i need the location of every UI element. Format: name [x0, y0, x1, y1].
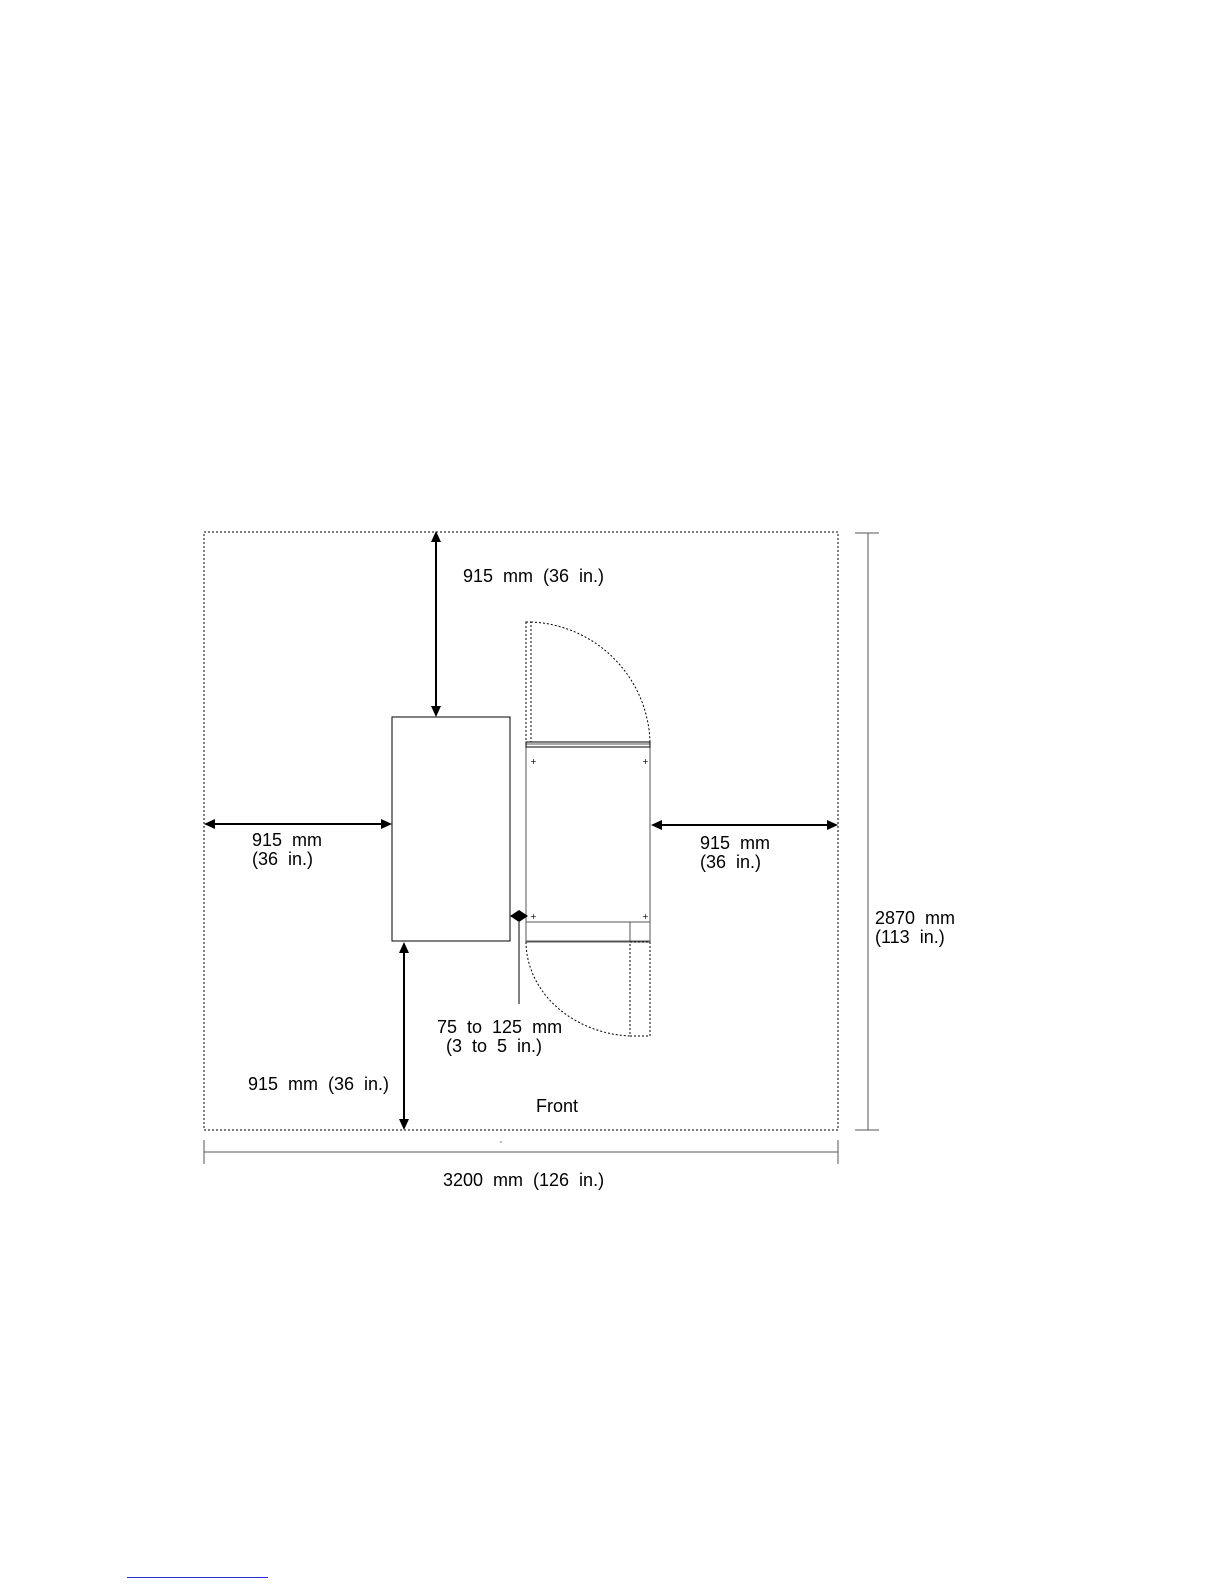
- depth-dimension-line: [855, 533, 879, 1130]
- svg-text:+: +: [530, 757, 537, 766]
- right-unit-front-strip: [526, 922, 650, 942]
- right-clearance-in-label: (36 in.): [700, 852, 761, 872]
- right-unit: [526, 744, 650, 941]
- left-clearance-arrow: [204, 819, 392, 829]
- right-clearance-mm-label: 915 mm: [700, 833, 770, 853]
- right-clearance-arrow: [651, 820, 838, 830]
- front-label: Front: [536, 1096, 578, 1116]
- svg-text:+: +: [642, 757, 649, 766]
- width-total-label: 3200 mm (126 in.): [443, 1170, 604, 1190]
- left-unit: [392, 717, 510, 941]
- svg-text:+: +: [642, 912, 649, 921]
- width-dimension-line: ': [204, 1140, 838, 1164]
- gap-mm-label: 75 to 125 mm: [437, 1017, 562, 1037]
- svg-text:+: +: [530, 912, 537, 921]
- left-clearance-mm-label: 915 mm: [252, 830, 322, 850]
- top-clearance-arrow: [431, 531, 441, 717]
- gap-indicator: [510, 910, 528, 1004]
- bottom-clearance-label: 915 mm (36 in.): [248, 1074, 389, 1094]
- gap-in-label: (3 to 5 in.): [446, 1036, 542, 1056]
- right-unit-corner-marks: + + + +: [530, 757, 649, 921]
- rear-door-swing: [526, 622, 650, 742]
- depth-in-label: (113 in.): [875, 927, 945, 947]
- svg-text:': ': [500, 1140, 502, 1148]
- left-clearance-in-label: (36 in.): [252, 849, 313, 869]
- top-clearance-label: 915 mm (36 in.): [463, 566, 604, 586]
- bottom-clearance-arrow: [399, 942, 409, 1130]
- footer-link-underline[interactable]: [127, 1577, 268, 1578]
- depth-mm-label: 2870 mm: [875, 908, 955, 928]
